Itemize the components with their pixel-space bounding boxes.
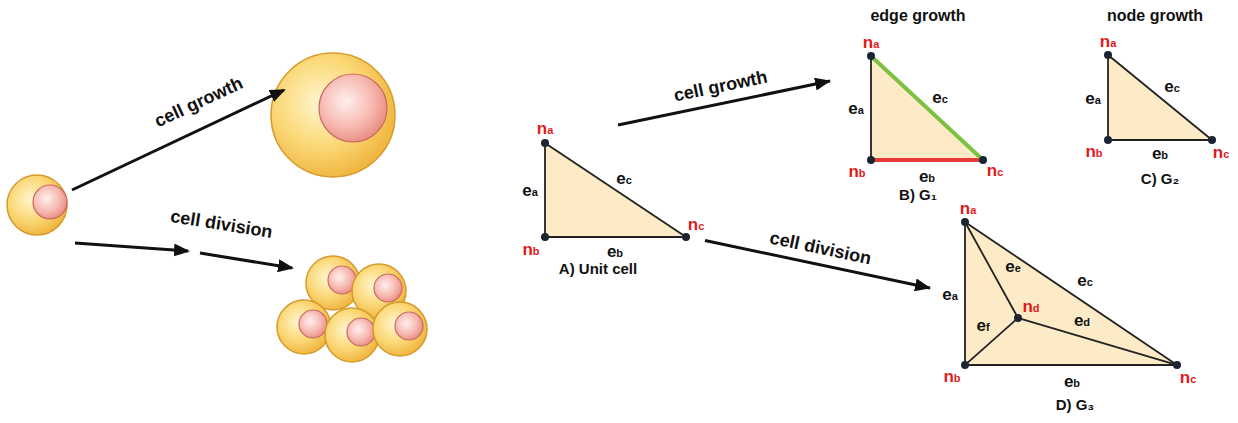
graph-caption: B) G₁: [899, 187, 937, 202]
grown-cell: [271, 53, 395, 177]
arrow-label: cell growth: [152, 74, 246, 130]
small-cell: [7, 175, 67, 235]
graph-vertex: na: [1104, 51, 1112, 59]
graph-edge: [969, 364, 1173, 366]
graph-edge: [549, 236, 682, 238]
triangle-fill: [930, 200, 1190, 420]
edge-label: ee: [1005, 258, 1021, 275]
panel-heading: edge growth: [870, 8, 965, 24]
vertex-label: nb: [848, 163, 865, 180]
edge-label: ea: [522, 182, 538, 199]
edge-label: ef: [976, 317, 989, 334]
edge-label: ea: [942, 286, 958, 303]
graph-edge: [875, 158, 979, 162]
edge-label: eb: [1152, 145, 1168, 162]
vertex-label: nb: [1085, 143, 1102, 160]
arrow-label: cell growth: [672, 68, 769, 105]
graph-vertex: nb: [867, 156, 875, 164]
graph-edge: [548, 145, 682, 235]
vertex-label: nb: [943, 368, 960, 385]
vertex-label: nc: [1180, 369, 1197, 386]
triangle-cell: D) G₃ na nb nc nd: [930, 200, 1190, 420]
edge-label: eb: [919, 168, 935, 185]
graph-vertex: nb: [541, 233, 549, 241]
division-arrow: [75, 243, 188, 251]
edge-label: ec: [1164, 78, 1180, 95]
edge-label: ec: [932, 89, 948, 106]
triangle-area: [1108, 55, 1212, 140]
graph-edge: [964, 226, 966, 361]
graph-edge: [968, 321, 1015, 363]
edge-label: ec: [1077, 272, 1093, 289]
vertex-label: nb: [522, 241, 539, 258]
graph-edge: [968, 224, 1173, 363]
graph-vertex: nc: [1208, 136, 1216, 144]
division-arrow: [200, 253, 292, 268]
triangle-cell: B) G₁ na nb nc: [830, 38, 1000, 208]
vertex-label: nc: [688, 216, 705, 233]
divided-cells: [277, 256, 427, 362]
graph-edge: [1022, 319, 1173, 364]
graph-edge: [1112, 139, 1208, 141]
edge-label: ea: [1085, 90, 1101, 107]
graph-edge: [544, 147, 546, 233]
graph-vertex: nc: [682, 233, 690, 241]
triangle-area: [871, 56, 983, 160]
triangle-cell: A) Unit cell na nb nc: [505, 125, 705, 290]
edge-label: eb: [607, 243, 623, 260]
graph-edge: [1111, 58, 1209, 138]
triangle-area: [545, 143, 686, 237]
graph-vertex: nc: [979, 156, 987, 164]
vertex-label: na: [863, 34, 880, 51]
graph-vertex: nd: [1014, 314, 1022, 322]
vertex-label: na: [537, 120, 554, 137]
graph-vertex: na: [867, 52, 875, 60]
graph-edge: [870, 60, 872, 156]
graph-vertex: na: [541, 139, 549, 147]
arrow-label: cell division: [170, 207, 275, 241]
graph-vertex: nb: [961, 361, 969, 369]
triangle-cell: C) G₂ na nb nc: [1060, 38, 1232, 198]
vertex-label: na: [960, 200, 977, 217]
triangle-area: [965, 222, 1177, 365]
vertex-label: nd: [1022, 298, 1039, 315]
graph-caption: C) G₂: [1141, 171, 1179, 186]
edge-label: ea: [848, 100, 864, 117]
vertex-label: nc: [1213, 144, 1230, 161]
graph-vertex: na: [961, 218, 969, 226]
edge-label: ed: [1074, 312, 1090, 329]
arrow-label: cell division: [769, 228, 874, 267]
triangle-fill: [830, 38, 1000, 208]
edge-label: ec: [616, 170, 632, 187]
graph-caption: A) Unit cell: [559, 261, 637, 276]
graph-caption: D) G₃: [1056, 397, 1095, 412]
panel-heading: node growth: [1107, 8, 1203, 24]
graph-vertex: nb: [1104, 136, 1112, 144]
edge-label: eb: [1064, 373, 1080, 390]
graph-edge: [874, 59, 980, 158]
graph-edge: [1107, 59, 1109, 136]
vertex-label: nc: [987, 162, 1004, 179]
graph-vertex: nc: [1173, 361, 1181, 369]
vertex-label: na: [1100, 33, 1117, 50]
